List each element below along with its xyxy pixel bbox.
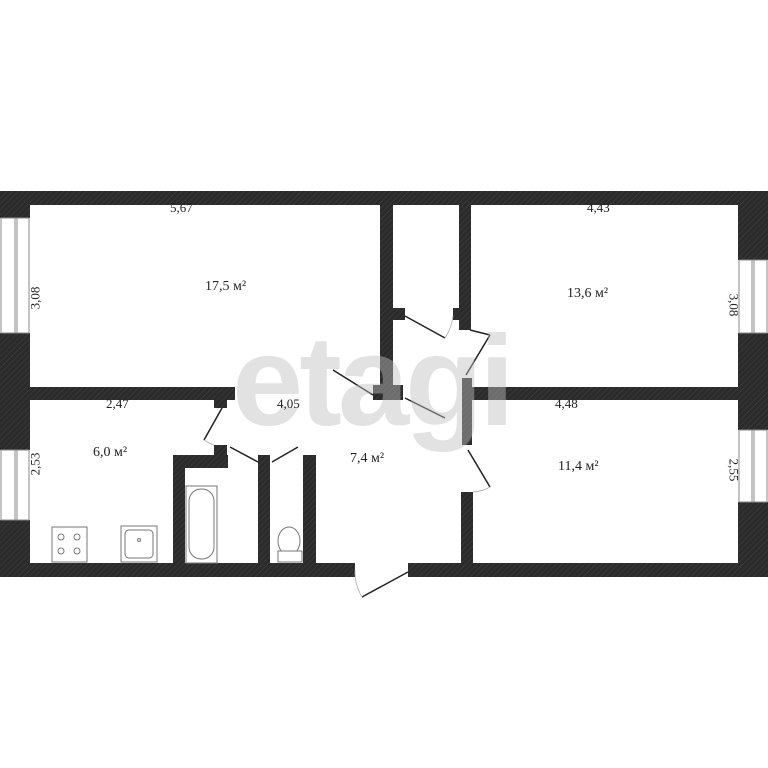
door: [404, 315, 446, 339]
wall-pillar: [462, 378, 472, 445]
wall-interior: [30, 387, 235, 400]
walls: [0, 191, 768, 577]
dimension-label: 4,43: [587, 200, 610, 215]
toilet-icon: [277, 526, 303, 563]
room-area-label: 17,5 м²: [205, 279, 247, 294]
room-area-label: 6,0 м²: [93, 445, 128, 460]
dimension-label: 2,55: [726, 458, 742, 482]
wall-right: [738, 333, 768, 430]
dimension-label: 2,53: [27, 452, 43, 476]
room-area-label: 13,6 м²: [567, 286, 609, 301]
door: [467, 449, 491, 488]
wall-left: [0, 333, 30, 450]
wall-left: [0, 520, 30, 577]
entrance-door: [361, 571, 409, 598]
room-area-label: 11,4 м²: [558, 459, 599, 474]
window: [738, 259, 768, 334]
door: [404, 397, 446, 419]
door-jamb: [453, 308, 461, 320]
doors: [203, 315, 491, 598]
wall-bath: [303, 455, 316, 563]
wall-top: [0, 191, 768, 205]
door: [332, 369, 374, 396]
wall-left: [0, 191, 30, 218]
wall-right: [738, 502, 768, 577]
wall-bottom-left: [0, 563, 355, 577]
wall-right: [738, 191, 768, 260]
door: [469, 329, 491, 336]
door-jamb: [393, 308, 405, 320]
wall-interior: [461, 492, 473, 563]
wall-bath: [173, 455, 228, 468]
wall-interior: [472, 387, 738, 400]
door-jamb: [214, 400, 227, 408]
wall-bath: [258, 455, 270, 563]
dimension-label: 3,08: [726, 293, 742, 317]
bathtub-icon: [185, 485, 218, 564]
windows: [0, 217, 768, 521]
dimension-label: 5,67: [170, 200, 193, 215]
wall-interior: [459, 205, 471, 330]
watermark: etagi: [232, 310, 515, 453]
sink-icon: [120, 525, 158, 563]
door: [229, 446, 259, 463]
door: [203, 407, 223, 441]
door: [271, 446, 299, 463]
wall-interior: [380, 205, 393, 395]
dimension-label: 4,48: [555, 396, 578, 411]
wall-bath: [173, 455, 185, 563]
room-area-label: 7,4 м²: [350, 451, 385, 466]
window: [738, 429, 768, 503]
dimension-label: 4,05: [277, 396, 300, 411]
wall-bottom-right: [408, 563, 768, 577]
dimension-label: 3,08: [27, 286, 43, 310]
dimension-label: 2,47: [106, 396, 129, 411]
stove-icon: [51, 526, 88, 563]
